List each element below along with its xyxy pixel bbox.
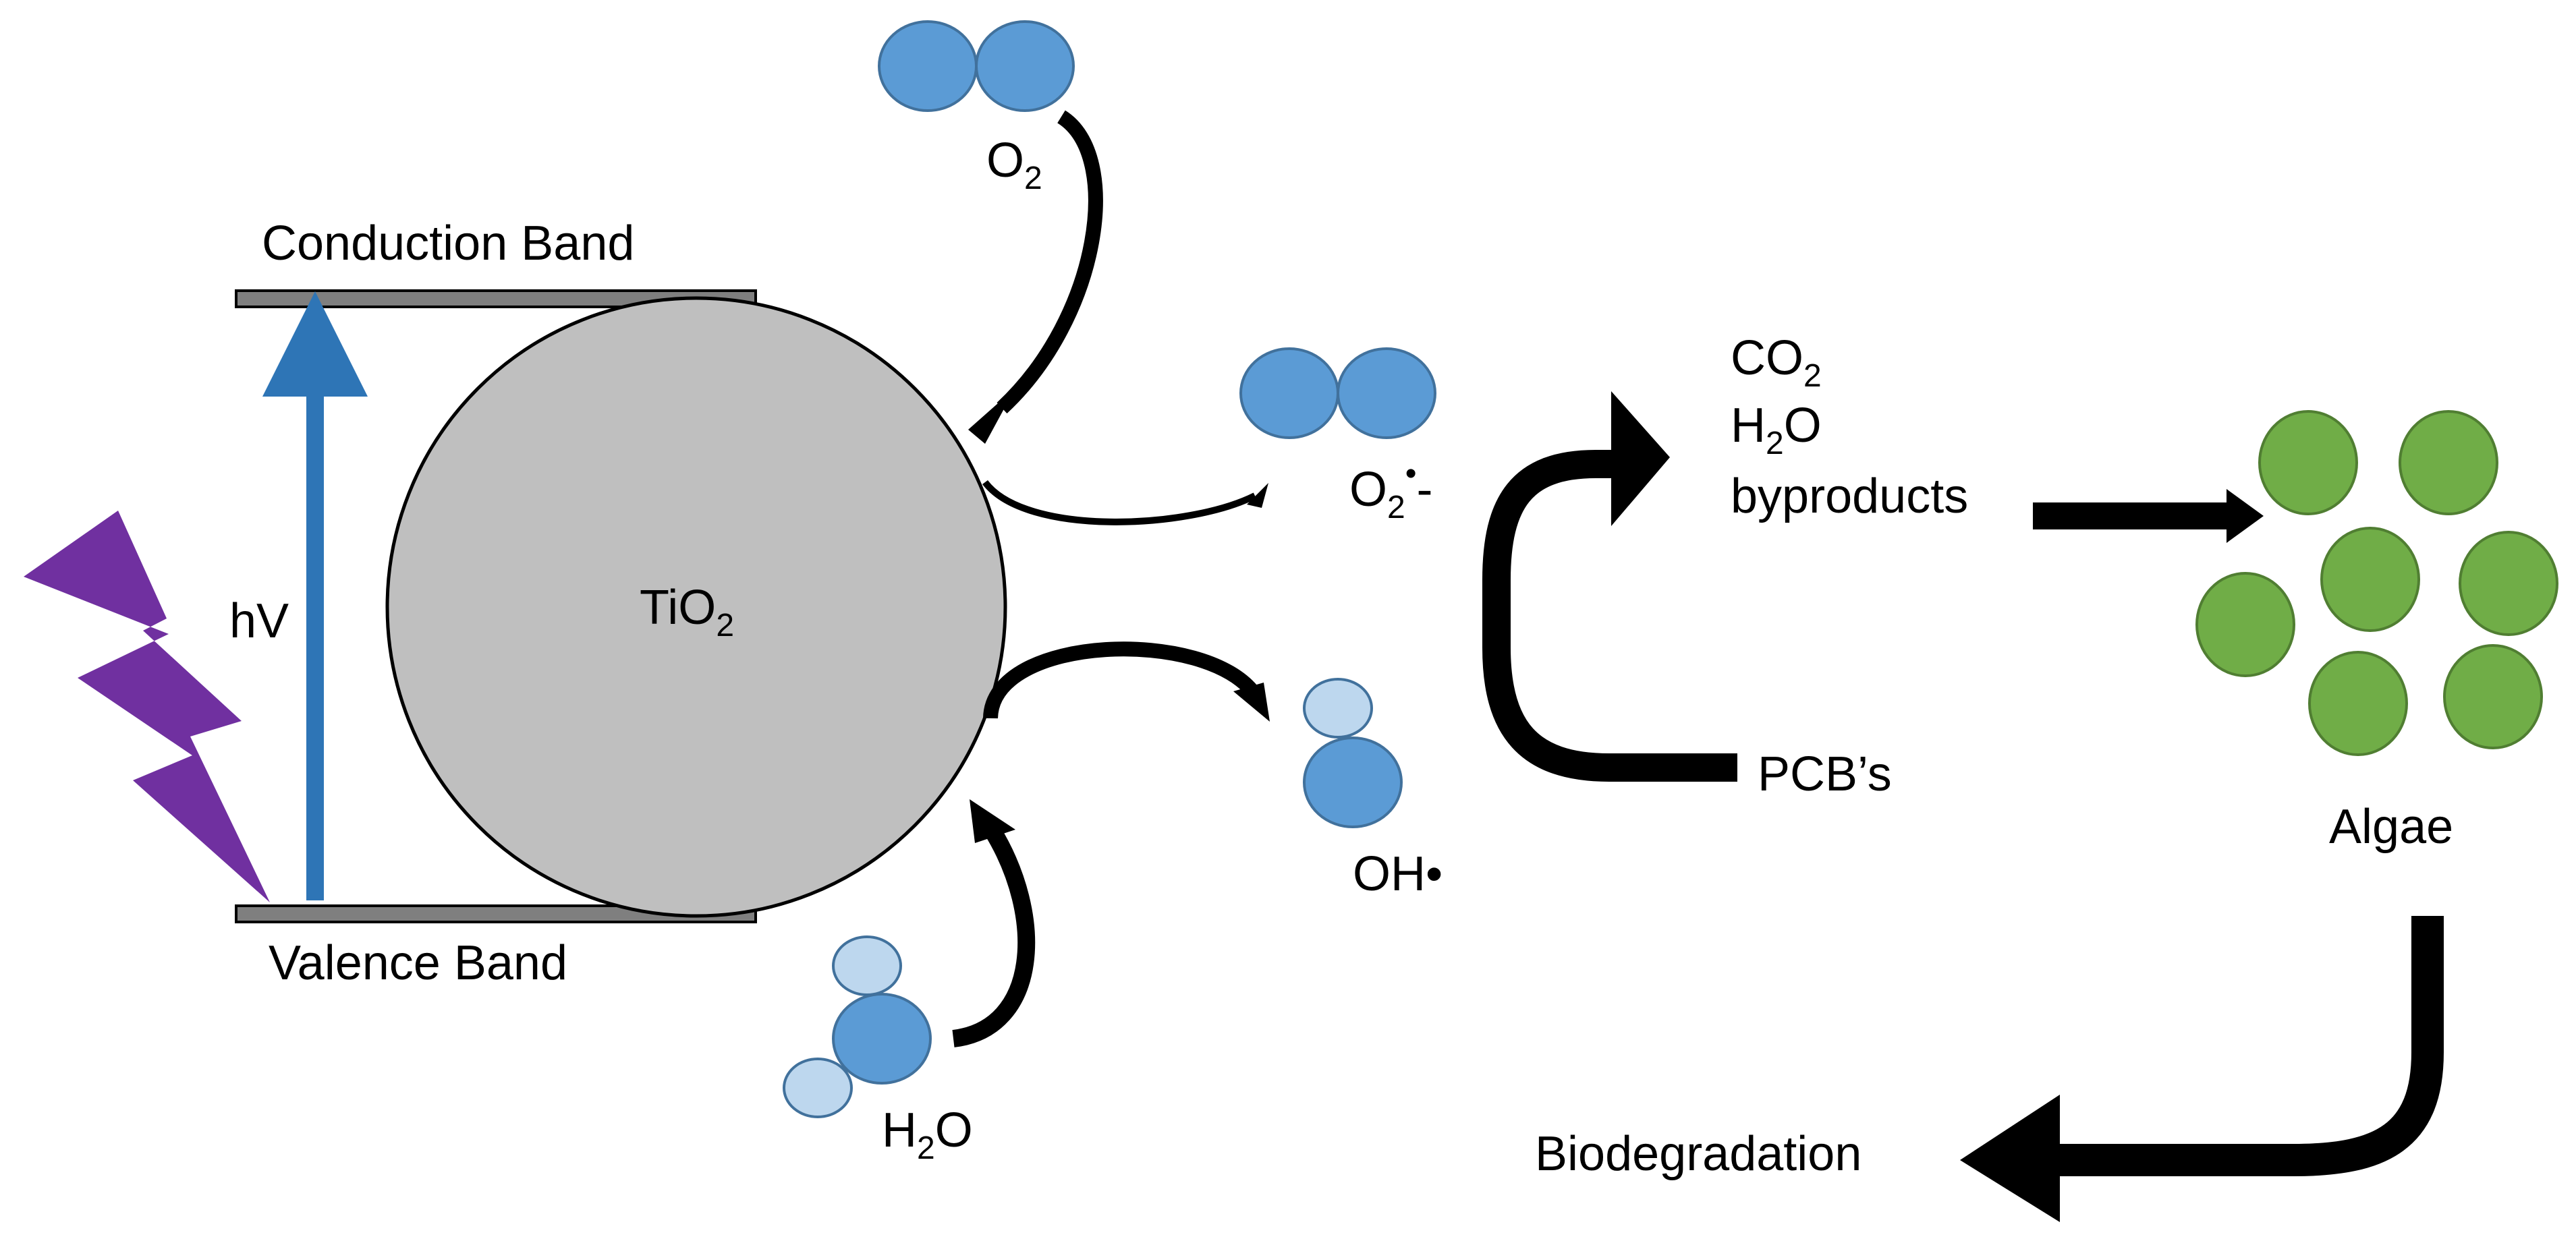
oxygen-in-arrow bbox=[997, 110, 1103, 414]
superoxide-arrow bbox=[982, 480, 1257, 525]
oxygen-in-label: O2 bbox=[986, 134, 1042, 196]
pcb-degradation-arrowhead bbox=[1611, 391, 1670, 526]
algae-arrow-shaft bbox=[2033, 502, 2227, 529]
hydroxyl-radical-icon bbox=[1303, 678, 1403, 828]
water-in-arrowhead bbox=[970, 799, 1015, 843]
water-in-label: H2O bbox=[882, 1103, 973, 1166]
algae-cell-icon bbox=[2459, 531, 2558, 636]
oxygen-in-arrowhead bbox=[968, 388, 1015, 444]
h2o-product-label: H2O bbox=[1731, 399, 1822, 461]
algae-cell-icon bbox=[2443, 644, 2543, 749]
biodegradation-label: Biodegradation bbox=[1535, 1127, 1861, 1181]
algae-cell-icon bbox=[2308, 651, 2408, 756]
tio2-particle bbox=[385, 296, 1007, 918]
hydroxyl-arrow bbox=[983, 641, 1261, 720]
superoxide-label: O2•- bbox=[1349, 456, 1433, 525]
algae-label: Algae bbox=[2329, 800, 2453, 854]
byproducts-label: byproducts bbox=[1731, 469, 1968, 523]
algae-cell-icon bbox=[2258, 410, 2358, 515]
algae-cell-icon bbox=[2195, 572, 2295, 677]
pcb-degradation-arrow bbox=[1482, 450, 1737, 782]
valence-band-label: Valence Band bbox=[269, 936, 567, 990]
lightning-icon bbox=[24, 511, 270, 902]
oxygen-molecule-icon bbox=[878, 20, 1075, 112]
superoxide-arrowhead bbox=[1247, 483, 1268, 508]
water-in-arrow bbox=[952, 825, 1036, 1047]
co2-label: CO2 bbox=[1731, 331, 1822, 394]
hydroxyl-label: OH• bbox=[1353, 847, 1443, 901]
hydroxyl-arrowhead bbox=[1233, 683, 1270, 722]
algae-arrowhead bbox=[2227, 489, 2264, 543]
biodegradation-arrow bbox=[2056, 916, 2444, 1176]
conduction-band-label: Conduction Band bbox=[262, 217, 634, 270]
biodegradation-arrowhead bbox=[1960, 1095, 2060, 1222]
tio2-label: TiO2 bbox=[640, 581, 734, 643]
superoxide-molecule-icon bbox=[1239, 347, 1436, 439]
algae-cell-icon bbox=[2320, 527, 2420, 632]
water-molecule-icon bbox=[783, 935, 932, 1118]
algae-cell-icon bbox=[2399, 410, 2498, 515]
photon-energy-label: hV bbox=[229, 594, 289, 648]
algae-cluster bbox=[2195, 410, 2558, 756]
pcbs-label: PCB’s bbox=[1758, 747, 1892, 801]
